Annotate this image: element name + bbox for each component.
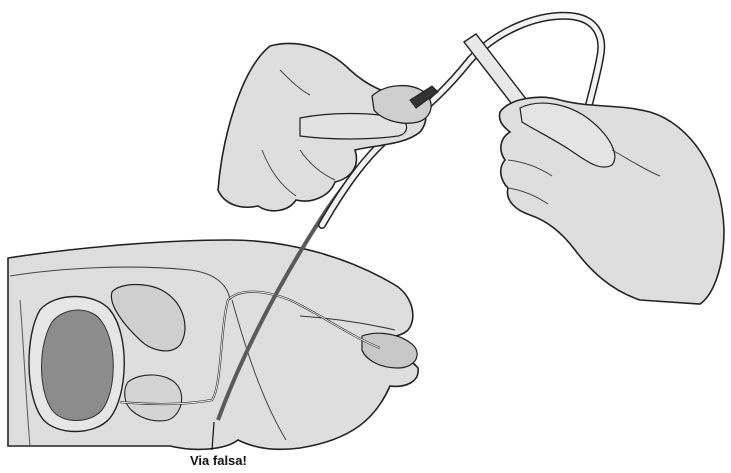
right-hand <box>499 97 724 304</box>
bladder-lumen <box>42 310 114 421</box>
false-passage-label: Via falsa! <box>190 453 247 468</box>
left-hand <box>218 43 438 210</box>
pelvis-cross-section <box>8 240 418 449</box>
